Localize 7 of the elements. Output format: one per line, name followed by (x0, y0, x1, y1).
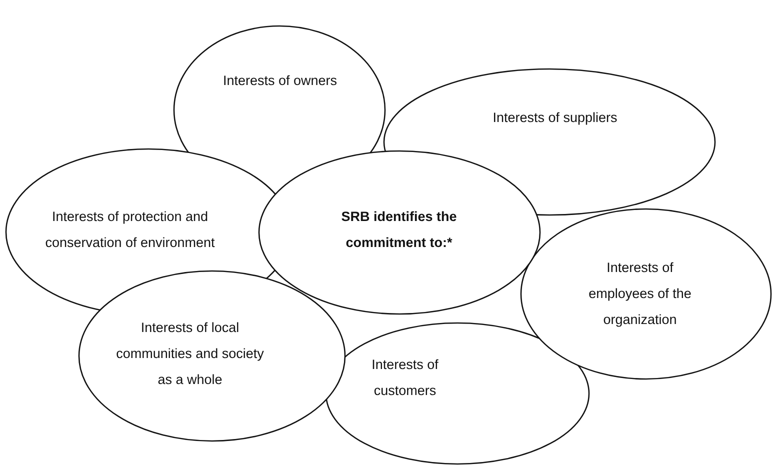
node-label: Interests of protection and conservation of environment (44, 208, 216, 252)
node-label: Interests of employees of the organization (588, 259, 692, 329)
node-label: Interests of local communities and society as a whole (115, 319, 265, 389)
node-label: Interests of customers (370, 356, 440, 400)
node-label: Interests of suppliers (492, 109, 618, 127)
node-label: SRB identifies the commitment to:* (340, 208, 458, 252)
node-label: Interests of owners (222, 72, 338, 90)
